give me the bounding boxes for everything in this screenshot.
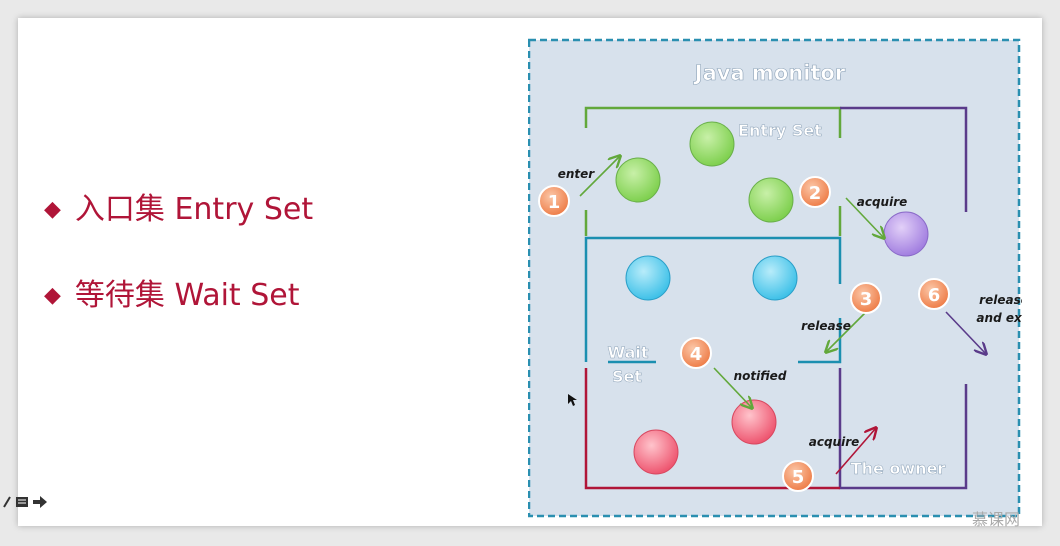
step-badge-4: 4	[680, 337, 712, 369]
thread-ball-red	[633, 429, 679, 475]
step-6-label-1: release	[979, 293, 1022, 307]
wait-set-right-wall	[798, 318, 842, 364]
bullet-wait-set: ◆ 等待集 Wait Set	[44, 276, 313, 316]
java-monitor-diagram: Java monitor Entry Set Wait Set The owne…	[527, 38, 1033, 524]
thread-ball-blue	[752, 255, 798, 301]
step-5-label: acquire	[809, 435, 860, 449]
mouse-cursor-icon	[568, 394, 577, 406]
arrow-acquire-owner	[835, 428, 876, 475]
slide-toolbar	[2, 494, 48, 513]
arrow-notified	[713, 367, 752, 408]
thread-ball-green	[615, 157, 661, 203]
owner-label: The owner	[851, 459, 946, 478]
watermark-logo: 慕课网	[972, 510, 1021, 529]
diamond-icon: ◆	[44, 283, 61, 308]
bullet-list: ◆ 入口集 Entry Set ◆ 等待集 Wait Set	[44, 190, 313, 362]
arrow-release	[826, 309, 869, 352]
diamond-icon: ◆	[44, 197, 61, 222]
thread-ball-green	[689, 121, 735, 167]
step-badge-2: 2	[799, 176, 831, 208]
wait-set-walls	[584, 236, 842, 362]
bullet-entry-set: ◆ 入口集 Entry Set	[44, 190, 313, 230]
step-badge-3: 3	[850, 282, 882, 314]
thread-ball-red	[731, 399, 777, 445]
thread-ball-blue	[625, 255, 671, 301]
pen-icon[interactable]	[2, 494, 12, 513]
arrow-release-exit	[945, 311, 986, 354]
step-6-number: 6	[928, 285, 941, 306]
step-badge-6: 6	[918, 278, 950, 310]
red-box-wall	[584, 368, 840, 490]
step-4-number: 4	[690, 344, 703, 365]
step-4-label: notified	[734, 369, 787, 383]
monitor-title: Java monitor	[693, 61, 846, 85]
slide: ◆ 入口集 Entry Set ◆ 等待集 Wait Set	[18, 18, 1042, 526]
entry-set-top-wall	[584, 106, 842, 138]
thread-ball-purple	[883, 211, 929, 257]
entry-set-side-walls	[584, 206, 842, 236]
step-badge-1: 1	[538, 185, 570, 217]
owner-bottom-wall	[838, 368, 968, 490]
step-1-number: 1	[548, 192, 561, 213]
step-badge-5: 5	[782, 460, 814, 492]
step-1-label: enter	[558, 167, 596, 181]
entry-set-label: Entry Set	[738, 121, 822, 140]
bullet-text: 等待集 Wait Set	[74, 278, 300, 313]
notes-icon[interactable]	[15, 494, 29, 513]
arrow-acquire	[845, 197, 884, 238]
monitor-svg: Java monitor Entry Set Wait Set The owne…	[527, 38, 1033, 518]
step-2-number: 2	[809, 183, 822, 204]
arrow-enter	[579, 156, 620, 197]
step-5-number: 5	[792, 467, 805, 488]
wait-set-label-1: Wait	[607, 343, 648, 362]
step-6-label-2: and exit	[976, 311, 1022, 325]
step-3-number: 3	[860, 289, 873, 310]
wait-set-label-2: Set	[612, 367, 642, 386]
step-2-label: acquire	[857, 195, 908, 209]
step-3-label: release	[801, 319, 851, 333]
next-arrow-icon[interactable]	[32, 494, 48, 513]
owner-top-wall	[840, 106, 968, 212]
thread-ball-green	[748, 177, 794, 223]
bullet-text: 入口集 Entry Set	[74, 192, 314, 227]
